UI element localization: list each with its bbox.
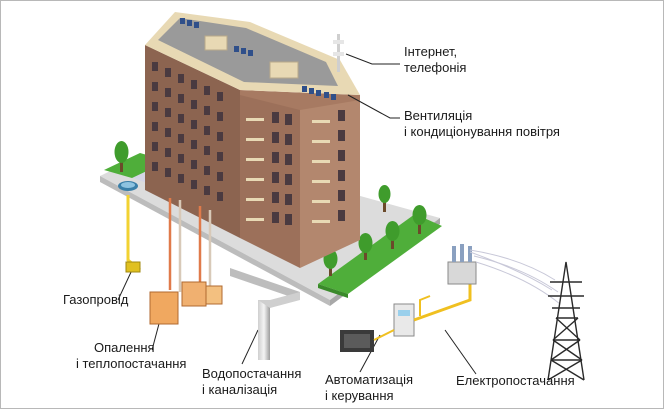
tree-icon xyxy=(378,185,391,212)
leader-lines xyxy=(117,53,477,375)
power-cable xyxy=(413,282,472,322)
power-lines xyxy=(469,249,561,305)
gas-pipe xyxy=(125,195,141,273)
tree-icon xyxy=(385,221,400,249)
transmission-tower-icon xyxy=(547,261,585,381)
label-power-supply: Електропостачання xyxy=(456,373,575,388)
manhole-icon xyxy=(118,181,138,191)
automation-cabinet xyxy=(340,303,415,352)
water-sewage-pipe xyxy=(230,268,300,360)
antenna-icon xyxy=(333,34,344,72)
transformer-icon xyxy=(447,244,477,285)
tree-icon xyxy=(114,141,129,172)
apartment-building xyxy=(145,12,360,268)
label-automation-control: Автоматизація і керування xyxy=(325,372,413,403)
label-ventilation-ac: Вентиляція і кондиціонування повітря xyxy=(404,108,560,139)
label-heating: Опалення і теплопостачання xyxy=(76,340,187,371)
label-gas-pipeline: Газопровід xyxy=(63,292,129,307)
tree-icon xyxy=(412,205,427,234)
label-water-sewage: Водопостачання і каналізація xyxy=(202,366,302,397)
lawn-right xyxy=(318,214,442,298)
tree-icon xyxy=(358,233,373,260)
heating-pipes xyxy=(149,198,223,325)
label-internet-telephony: Інтернет, телефонія xyxy=(404,44,467,75)
